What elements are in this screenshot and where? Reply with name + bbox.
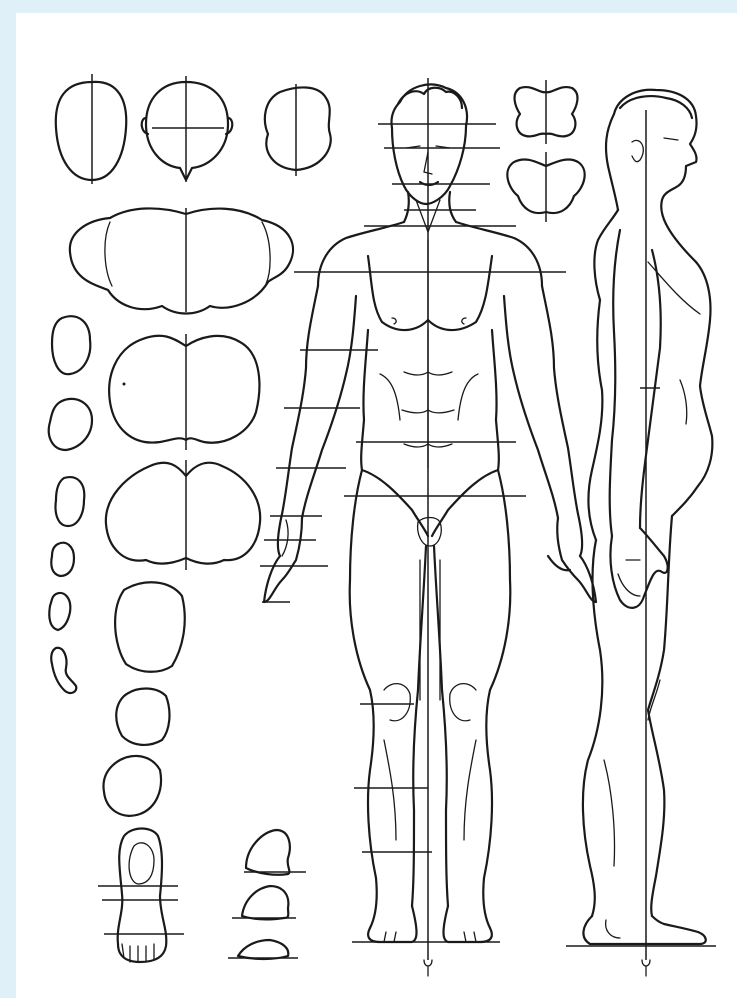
hand-section (49, 593, 70, 630)
foot-plan-view (98, 829, 184, 963)
thigh-section (115, 582, 185, 671)
finger-section (51, 648, 76, 693)
side-view-figure (566, 90, 716, 976)
neck-section-right-bottom (507, 152, 584, 222)
wrist-section (51, 543, 74, 576)
head-section-ears (142, 76, 233, 182)
calf-section (103, 756, 161, 816)
foot-section-1 (244, 830, 306, 875)
neck-section (265, 84, 331, 176)
pelvis-section (106, 460, 260, 570)
upper-arm-section (52, 316, 90, 374)
elbow-section (49, 399, 92, 450)
chest-section (109, 334, 259, 450)
shoulder-section (70, 208, 293, 314)
forearm-section (56, 477, 85, 526)
neck-section-right-top (515, 80, 578, 144)
knee-section (116, 689, 169, 745)
head-section-top (56, 74, 126, 184)
foot-section-2 (232, 886, 296, 919)
foot-section-3 (228, 940, 298, 959)
